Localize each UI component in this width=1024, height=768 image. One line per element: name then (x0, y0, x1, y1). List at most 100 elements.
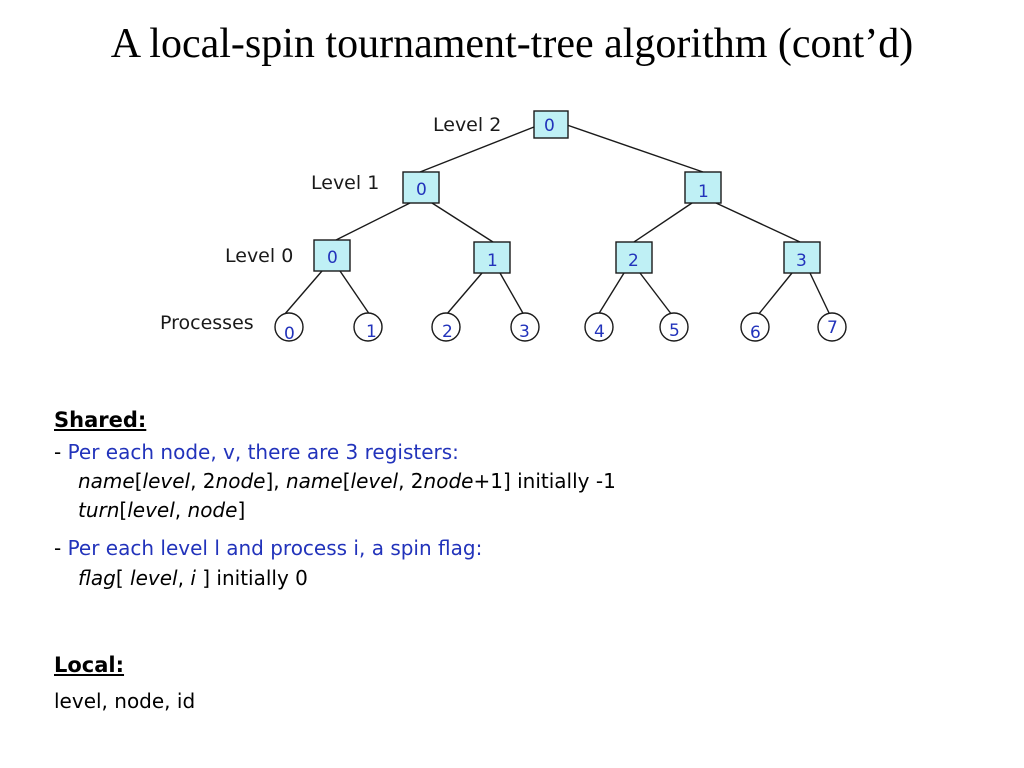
edge-l2-l1-0 (419, 126, 535, 173)
process-circle (431, 312, 461, 342)
process-circle (353, 312, 383, 342)
var-name: name (78, 469, 135, 493)
edge-l0-3-p6 (757, 272, 793, 316)
edge-l0-2-p5 (639, 272, 673, 316)
tournament-tree-diagram: Level 2 Level 1 Level 0 Processes 0 0 1 … (160, 110, 847, 344)
edge-l0-2-p4 (597, 272, 625, 316)
punct: , (177, 566, 191, 590)
edge-l2-l1-1 (566, 124, 704, 173)
node-id: 3 (796, 251, 807, 271)
process-id: 7 (827, 318, 838, 338)
node-box (684, 171, 722, 204)
process-node-0: 0 (274, 312, 304, 344)
tree-node-level0-0: 0 (313, 239, 351, 272)
punct: [ (342, 469, 351, 493)
process-id: 0 (284, 324, 295, 344)
node-box (615, 241, 653, 274)
process-node-2: 2 (431, 312, 461, 342)
var-level: level (142, 469, 191, 493)
node-id: 2 (628, 251, 639, 271)
var-node: node (215, 469, 266, 493)
var-turn: turn (78, 498, 120, 522)
slide-title: A local-spin tournament-tree algorithm (… (110, 21, 914, 67)
punct: ], (265, 469, 286, 493)
process-id: 1 (366, 322, 377, 342)
tree-node-level1-1: 1 (684, 171, 722, 204)
tree-node-level1-0: 0 (402, 171, 440, 204)
process-node-7: 7 (817, 312, 847, 342)
process-node-1: 1 (353, 312, 383, 342)
initial-value-text: ] initially 0 (195, 566, 308, 590)
process-circle (510, 312, 540, 342)
var-i: i (190, 566, 196, 590)
tree-edges (283, 124, 831, 316)
edge-l1-1-l0-2 (633, 202, 693, 243)
flag-line: flag[ level, i ] initially 0 (54, 561, 616, 595)
var-name: name (286, 469, 343, 493)
node-box (473, 241, 511, 274)
node-id: 0 (416, 180, 427, 200)
tree-node-level2-0: 0 (533, 110, 569, 139)
initial-value-text: +1] initially -1 (473, 469, 616, 493)
punct: , (174, 498, 188, 522)
tree-node-level0-2: 2 (615, 241, 653, 274)
bullet-dash: - (54, 536, 68, 560)
process-id: 4 (594, 322, 605, 342)
var-level: level (130, 566, 178, 590)
register-turn-line: turn[level, node] (54, 497, 616, 523)
punct: , 2 (398, 469, 424, 493)
edge-l1-0-l0-1 (431, 202, 494, 243)
edge-l0-0-p0 (283, 270, 323, 316)
edge-l0-3-p7 (809, 272, 831, 316)
var-node: node (187, 498, 238, 522)
node-box (402, 171, 440, 204)
process-node-6: 6 (740, 312, 770, 343)
node-id: 0 (327, 248, 338, 268)
punct: , 2 (190, 469, 216, 493)
edge-l1-0-l0-0 (335, 202, 411, 241)
tree-node-level0-1: 1 (473, 241, 511, 274)
var-node: node (423, 469, 474, 493)
process-node-4: 4 (584, 312, 614, 342)
local-heading: Local: (54, 653, 125, 677)
edge-l0-1-p3 (499, 272, 525, 316)
shared-item-registers: - Per each node, v, there are 3 register… (54, 439, 616, 465)
edge-l0-0-p1 (339, 270, 371, 316)
process-id: 6 (750, 323, 761, 343)
level-1-label: Level 1 (311, 172, 379, 194)
edge-l0-1-p2 (445, 272, 483, 316)
process-circle (584, 312, 614, 342)
punct: ] (237, 498, 246, 522)
var-flag: flag (78, 566, 116, 590)
node-box (533, 110, 569, 139)
local-vars: level, node, id (54, 689, 196, 713)
process-id: 2 (442, 322, 453, 342)
level-2-label: Level 2 (433, 114, 501, 136)
process-id: 5 (669, 321, 680, 341)
node-id: 1 (487, 251, 498, 271)
processes-label: Processes (160, 312, 254, 334)
process-circle (740, 312, 770, 342)
shared-section: Shared: - Per each node, v, there are 3 … (54, 405, 616, 595)
shared-item-spin-flag: - Per each level l and process i, a spin… (54, 535, 616, 561)
edge-l1-1-l0-3 (715, 202, 801, 243)
process-circle (659, 312, 689, 342)
process-circle (817, 312, 847, 342)
node-id: 0 (544, 116, 555, 136)
var-level: level (127, 498, 175, 522)
process-id: 3 (519, 322, 530, 342)
process-node-5: 5 (659, 312, 689, 342)
level-0-label: Level 0 (225, 245, 293, 267)
registers-description: Per each node, v, there are 3 registers: (67, 440, 459, 464)
node-box (783, 241, 821, 274)
node-box (313, 239, 351, 272)
process-node-3: 3 (510, 312, 540, 342)
spin-flag-description: Per each level l and process i, a spin f… (67, 536, 483, 560)
punct: [ (119, 498, 128, 522)
punct: [ (115, 566, 131, 590)
process-circle (274, 312, 304, 342)
punct: [ (134, 469, 143, 493)
bullet-dash: - (54, 440, 68, 464)
shared-heading: Shared: (54, 408, 147, 432)
register-name-line: name[level, 2node], name[level, 2node+1]… (54, 465, 616, 497)
